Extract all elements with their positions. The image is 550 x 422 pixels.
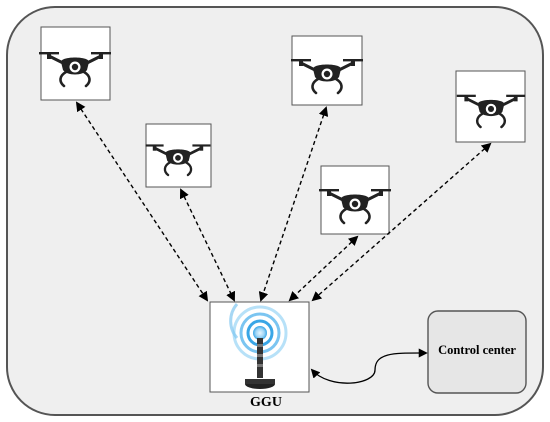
control-center-node [427, 310, 527, 394]
antenna-tower-icon [229, 303, 288, 389]
drone-node-3 [289, 35, 365, 106]
link-control-center [310, 348, 428, 384]
ground-unit-node [209, 301, 310, 393]
drone-node-5 [455, 70, 527, 143]
control-center-label: Control center [438, 343, 516, 357]
ground-unit-label: GGU [250, 395, 282, 410]
link-drone-3 [258, 106, 329, 302]
drone-node-1 [37, 26, 113, 101]
link-drone-2 [179, 188, 236, 302]
drone-node-2 [144, 123, 212, 188]
drone-node-4 [317, 165, 393, 235]
drone-links [75, 101, 492, 302]
link-drone-5 [311, 142, 492, 302]
